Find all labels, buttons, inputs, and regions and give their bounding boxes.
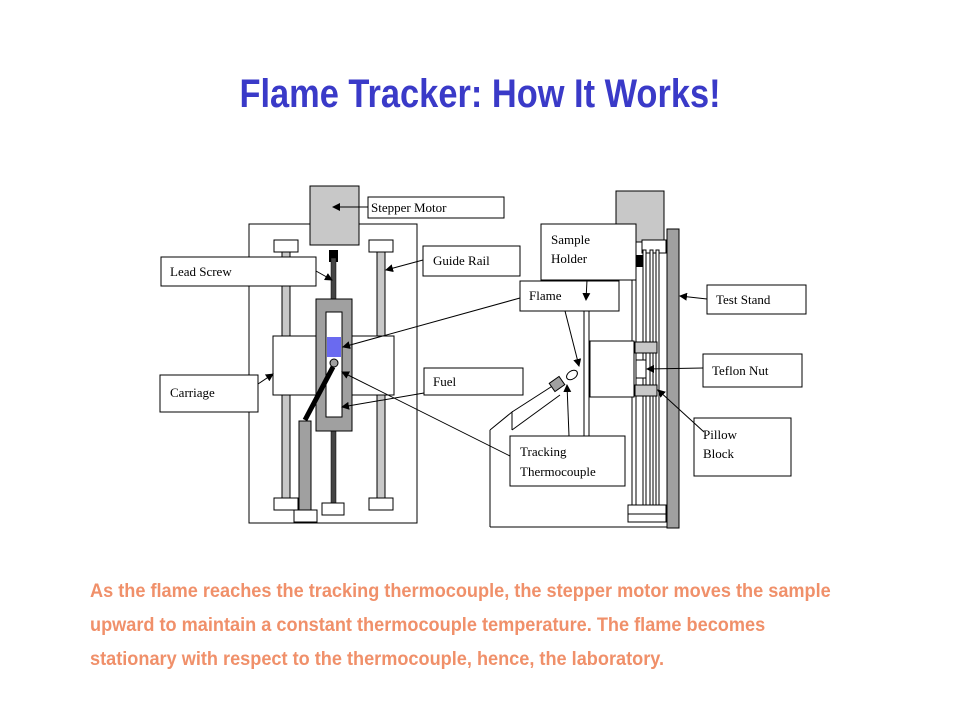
- arrow-guide-rail: [385, 259, 424, 273]
- arrow-fuel: [341, 392, 425, 410]
- label-carriage-text: Carriage: [170, 385, 215, 400]
- label-stepper-motor-text: Stepper Motor: [371, 200, 447, 215]
- label-pillow-block: Pillow Block: [693, 417, 792, 477]
- sample-rod: [583, 304, 590, 437]
- motor-coupling: [329, 250, 338, 262]
- arrow-teflon-nut: [646, 364, 704, 373]
- label-flame: Flame: [519, 280, 620, 312]
- side-carriage: [589, 340, 635, 398]
- tracking-tc-arm-1: [511, 384, 555, 413]
- label-tracking-tc-text-2: Thermocouple: [520, 464, 596, 479]
- fuel-sample: [327, 337, 341, 357]
- label-teflon-nut-text: Teflon Nut: [712, 363, 769, 378]
- tracking-tc-tip: [566, 369, 578, 381]
- tracking-tc-head: [548, 375, 566, 393]
- lower-rod-base: [293, 509, 318, 523]
- arrow-flame-right: [564, 310, 582, 367]
- label-sample-holder: Sample Holder: [540, 223, 637, 281]
- stepper-motor: [309, 185, 360, 246]
- label-sample-holder-text-1: Sample: [551, 232, 590, 247]
- thermocouple-tip: [329, 358, 339, 368]
- label-flame-text: Flame: [529, 288, 562, 303]
- label-guide-rail-text: Guide Rail: [433, 253, 490, 268]
- teflon-nut: [634, 341, 658, 354]
- arrow-lead-screw: [315, 270, 333, 281]
- label-tracking-thermocouple: Tracking Thermocouple: [509, 435, 626, 487]
- label-test-stand: Test Stand: [706, 284, 807, 315]
- arrow-pillow-block: [657, 389, 705, 433]
- arrow-sample-holder: [582, 279, 591, 301]
- label-lead-screw: Lead Screw: [160, 256, 317, 287]
- label-teflon-nut: Teflon Nut: [702, 353, 803, 388]
- label-fuel-text: Fuel: [433, 374, 457, 389]
- front-view-assembly: [248, 185, 418, 524]
- arrow-tracking-tc-side: [563, 384, 572, 437]
- label-guide-rail: Guide Rail: [422, 245, 521, 277]
- teflon-nut-2: [635, 359, 647, 379]
- label-carriage: Carriage: [159, 374, 259, 413]
- side-stepper-motor: [615, 190, 665, 243]
- label-tracking-tc-text-1: Tracking: [520, 444, 567, 459]
- slide-title: Flame Tracker: How It Works!: [239, 72, 721, 116]
- label-sample-holder-text-2: Holder: [551, 251, 588, 266]
- label-pillow-block-text-2: Block: [703, 446, 735, 461]
- arrow-carriage: [257, 373, 274, 385]
- arrow-test-stand: [679, 292, 708, 301]
- tracking-tc-arm-2: [511, 394, 561, 431]
- arrow-tracking-tc-front: [341, 371, 511, 457]
- label-lead-screw-text: Lead Screw: [170, 264, 232, 279]
- slide-caption: As the flame reaches the tracking thermo…: [90, 580, 831, 670]
- test-stand: [666, 228, 680, 529]
- label-test-stand-text: Test Stand: [716, 292, 771, 307]
- label-pillow-block-text-1: Pillow: [703, 427, 738, 442]
- label-fuel: Fuel: [423, 367, 524, 396]
- side-view-assembly: [489, 190, 680, 529]
- leader-arrows: [257, 203, 708, 457]
- lead-screw-base: [321, 502, 345, 516]
- label-stepper-motor: Stepper Motor: [367, 196, 505, 219]
- thermocouple-probe: [302, 365, 336, 422]
- enclosure-outline: [489, 410, 513, 431]
- lower-rod: [298, 420, 312, 512]
- pillow-block: [634, 384, 658, 397]
- arrow-flame-left: [342, 297, 521, 349]
